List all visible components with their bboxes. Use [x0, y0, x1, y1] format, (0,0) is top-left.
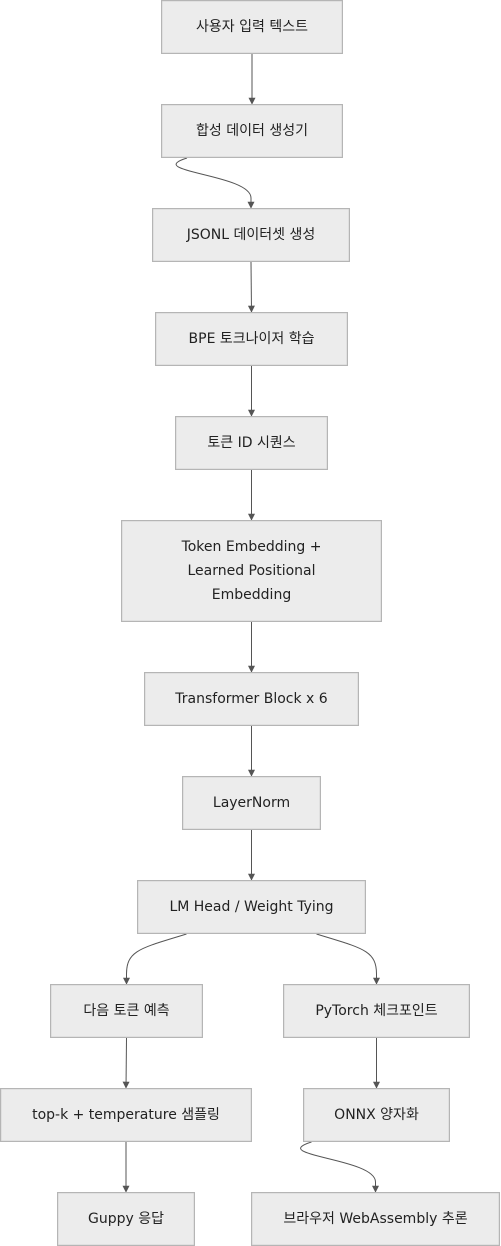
node-label: Token Embedding +	[181, 539, 322, 555]
node-box	[49, 983, 204, 1038]
node-n2: 합성 데이터 생성기	[161, 103, 344, 158]
node-box	[161, 0, 344, 54]
node-label: LayerNorm	[213, 795, 290, 811]
edge-n10-to-n12	[122, 1037, 130, 1089]
node-box	[144, 671, 360, 726]
node-n12: top-k + temperature 샘플링	[0, 1087, 253, 1142]
node-box	[283, 983, 471, 1038]
node-n6: Token Embedding + Learned PositionalEmbed…	[120, 519, 382, 622]
node-label: Guppy 응답	[88, 1211, 164, 1227]
edge-n9-to-n10	[123, 933, 187, 985]
node-label: BPE 토크나이저 학습	[189, 331, 315, 347]
node-box	[161, 103, 344, 158]
node-n13: ONNX 양자화	[303, 1087, 451, 1142]
node-box	[303, 1087, 451, 1142]
node-n14: Guppy 응답	[56, 1191, 196, 1246]
node-n4: BPE 토크나이저 학습	[155, 312, 349, 367]
node-box	[0, 1087, 253, 1142]
edge-n9-to-n11	[316, 933, 380, 985]
node-box	[182, 775, 322, 830]
node-box	[152, 208, 351, 263]
node-box	[120, 519, 382, 622]
node-label: 브라우저 WebAssembly 추론	[283, 1211, 467, 1227]
node-label: Transformer Block x 6	[174, 691, 328, 707]
node-box	[251, 1191, 501, 1246]
node-n1: 사용자 입력 텍스트	[161, 0, 344, 54]
node-box	[175, 416, 329, 471]
node-n5: 토큰 ID 시퀀스	[175, 416, 329, 471]
node-n9: LM Head / Weight Tying	[137, 879, 367, 934]
node-n10: 다음 토큰 예측	[49, 983, 204, 1038]
node-box	[155, 312, 349, 367]
edge-n13-to-n15	[300, 1141, 379, 1193]
node-label: top-k + temperature 샘플링	[32, 1107, 220, 1123]
edge-n3-to-n4	[247, 261, 255, 313]
node-n11: PyTorch 체크포인트	[283, 983, 471, 1038]
node-label: ONNX 양자화	[334, 1107, 419, 1123]
node-n15: 브라우저 WebAssembly 추론	[251, 1191, 501, 1246]
node-box	[137, 879, 367, 934]
node-label: Embedding	[212, 587, 291, 603]
node-n8: LayerNorm	[182, 775, 322, 830]
edge-n2-to-n3	[175, 157, 255, 209]
node-n7: Transformer Block x 6	[144, 671, 360, 726]
node-box	[56, 1191, 196, 1246]
node-label: Learned Positional	[187, 563, 315, 579]
node-label: PyTorch 체크포인트	[315, 1003, 437, 1019]
node-label: LM Head / Weight Tying	[169, 899, 333, 915]
node-label: JSONL 데이터셋 생성	[186, 227, 316, 243]
edges	[122, 54, 380, 1193]
node-n3: JSONL 데이터셋 생성	[152, 208, 351, 263]
node-label: 사용자 입력 텍스트	[196, 19, 308, 35]
node-label: 합성 데이터 생성기	[196, 123, 308, 139]
node-label: 다음 토큰 예측	[83, 1003, 169, 1019]
node-label: 토큰 ID 시퀀스	[207, 435, 295, 451]
